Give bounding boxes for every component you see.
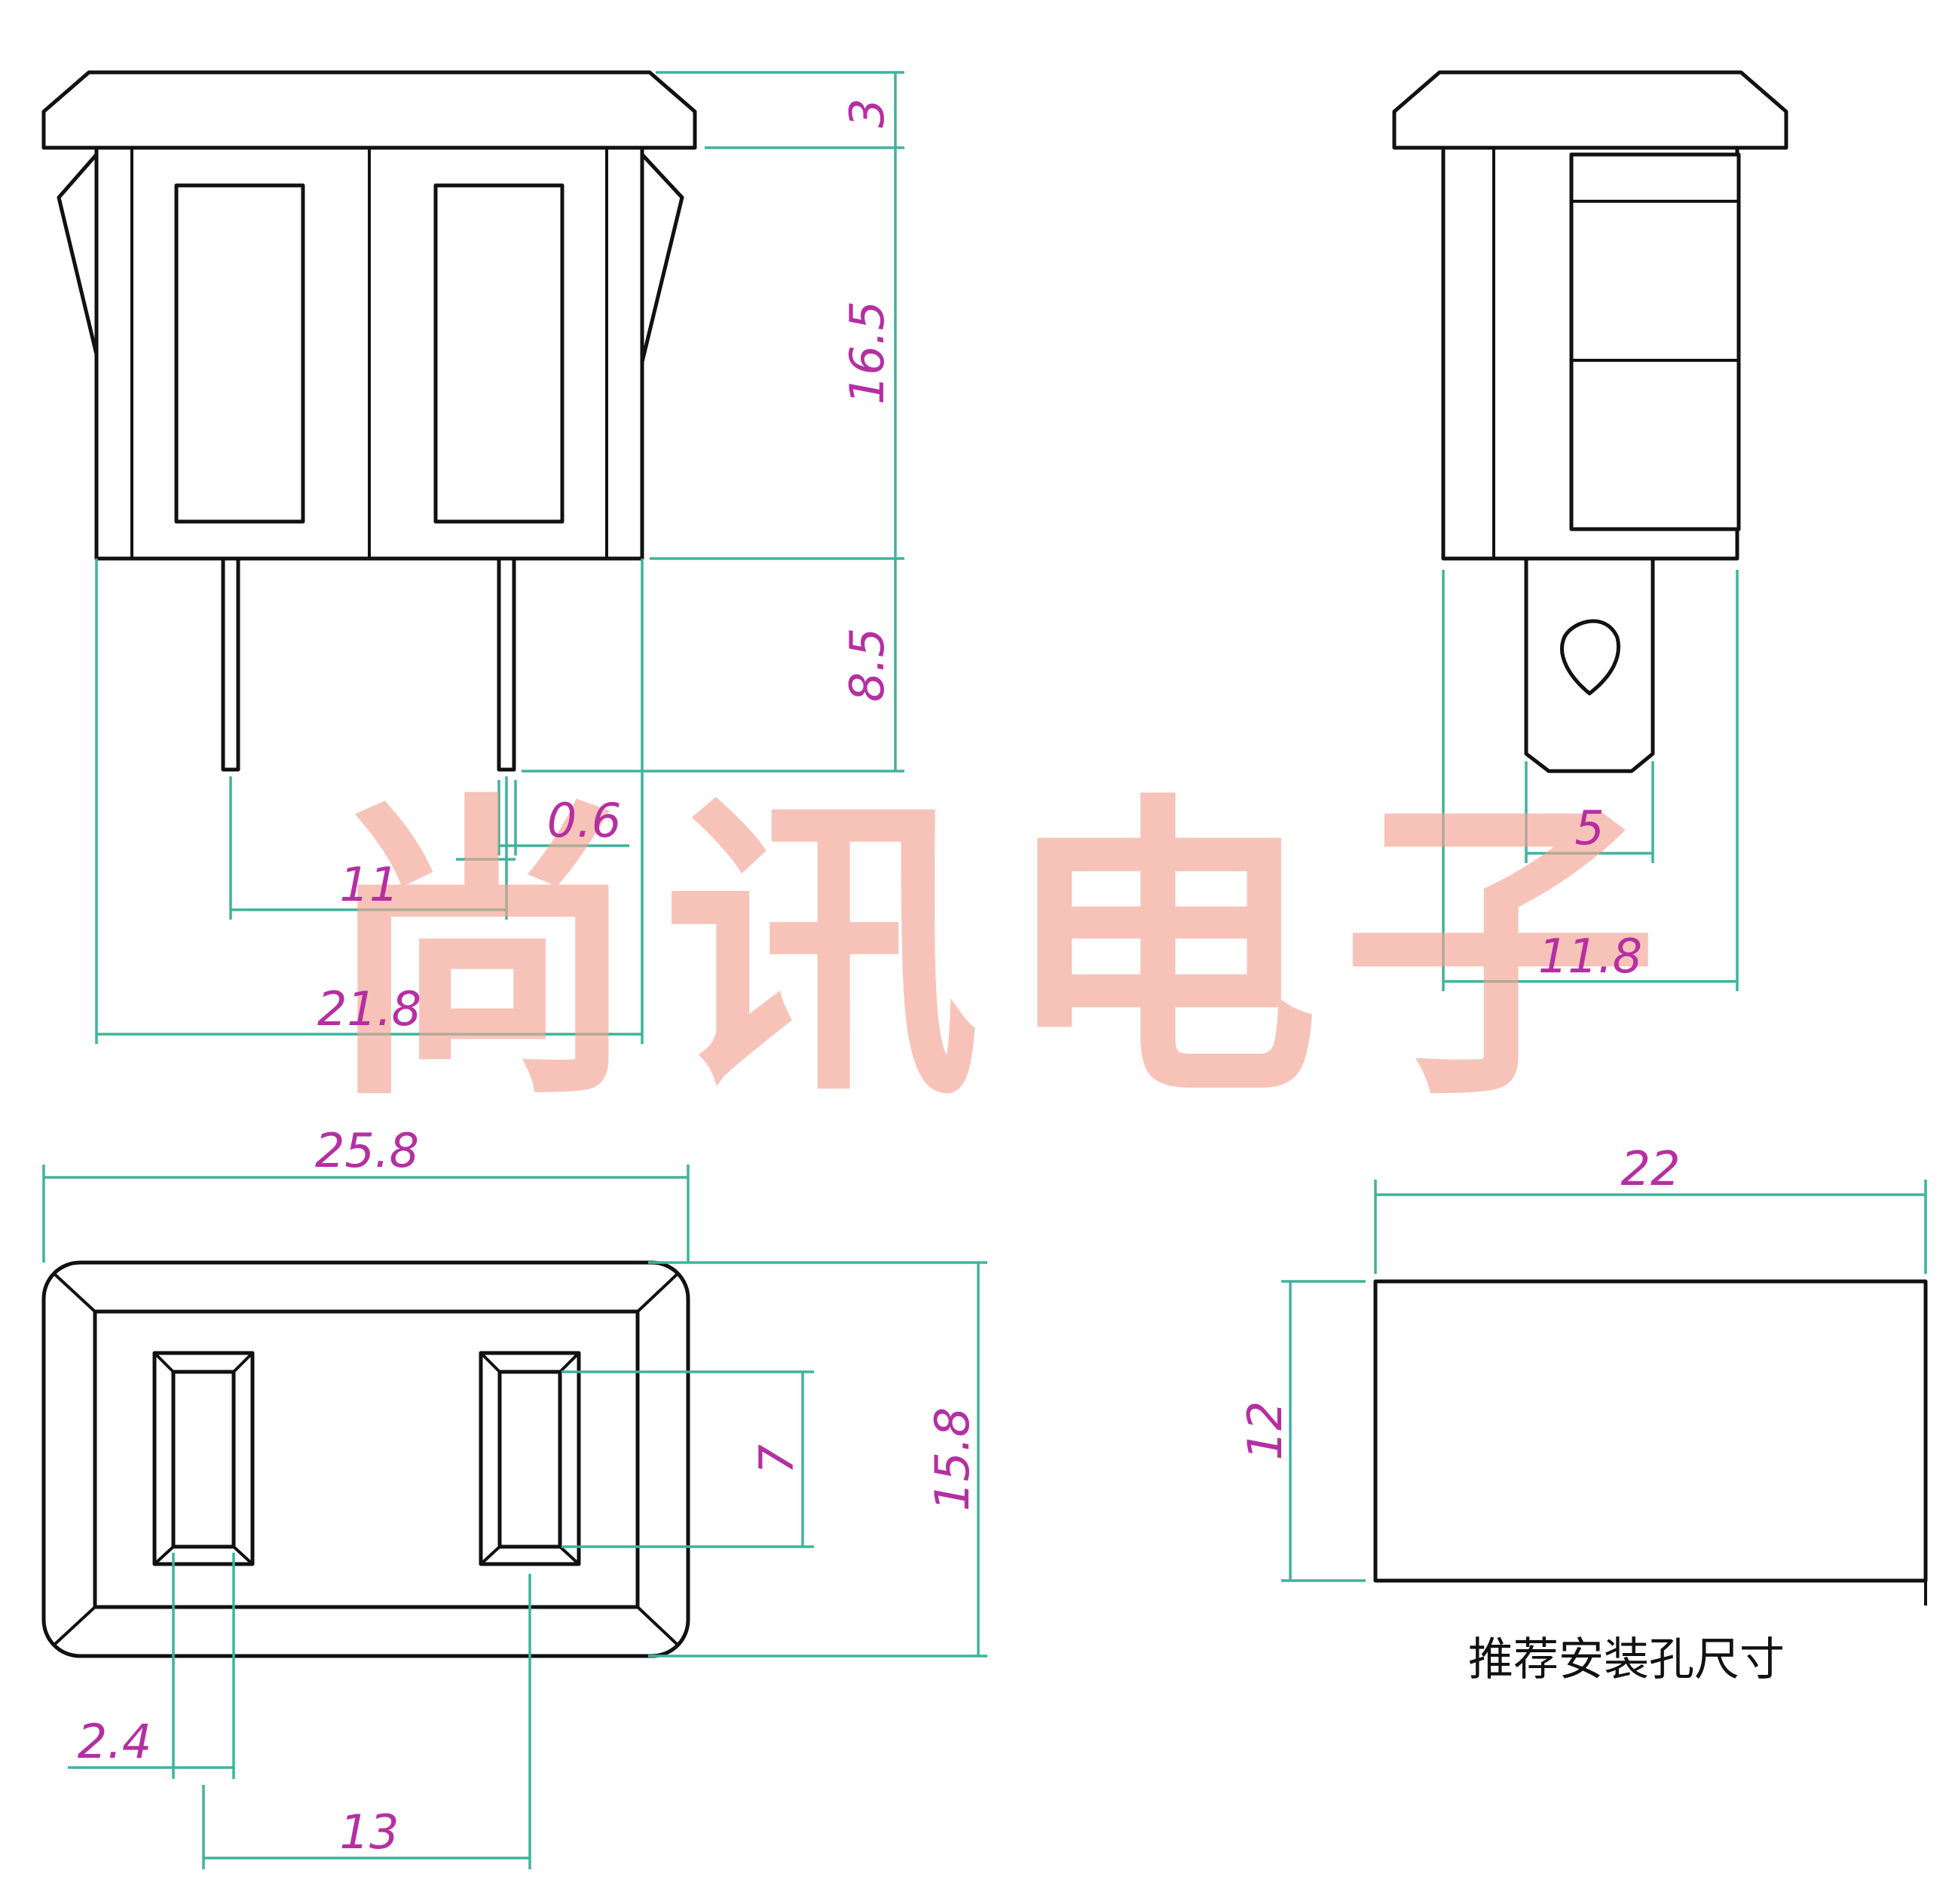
cutout-caption: 推荐安装孔尺寸 <box>1468 1633 1785 1686</box>
panel-cutout-dimensions <box>1281 1180 1927 1582</box>
dim-slot-width: 2.4 <box>78 1714 152 1769</box>
front-left-pin <box>221 556 240 772</box>
cutout-rectangle <box>1373 1279 1928 1583</box>
front-left-window <box>174 183 305 524</box>
dim-body-depth: 11.8 <box>1538 929 1642 984</box>
dim-overall-width: 25.8 <box>315 1123 419 1178</box>
face-right-slot <box>479 1351 581 1566</box>
dim-overall-height: 15.8 <box>925 1407 980 1511</box>
front-view-dimensions <box>95 71 904 1044</box>
dim-slot-height: 7 <box>749 1444 804 1474</box>
face-left-slot <box>152 1351 255 1566</box>
dim-cutout-width: 22 <box>1621 1141 1681 1196</box>
panel-cutout <box>1373 1279 1928 1606</box>
dimension-labels: 3 16.5 8.5 0.6 11 21.8 5 11.8 25.8 15.8 … <box>78 98 1681 1860</box>
dim-terminal-width: 5 <box>1574 800 1604 856</box>
face-view <box>41 1260 690 1658</box>
front-flange <box>41 70 697 150</box>
dim-pin-spacing: 11 <box>340 857 399 912</box>
dim-pin-length: 8.5 <box>840 628 895 703</box>
front-right-pin <box>497 556 516 772</box>
side-view <box>1392 70 1788 773</box>
dim-body-height: 16.5 <box>840 301 895 405</box>
side-view-dimensions <box>1442 570 1739 991</box>
side-terminal-hole <box>1560 619 1620 696</box>
dim-body-width: 21.8 <box>317 981 421 1036</box>
watermark-text: 尚讯电子 <box>324 770 1681 1138</box>
dim-slot-spacing: 13 <box>340 1805 399 1860</box>
front-right-window <box>433 183 564 524</box>
dim-flange-thickness: 3 <box>840 98 895 127</box>
side-latch-block <box>1569 152 1741 531</box>
side-flange <box>1392 70 1788 150</box>
dim-pin-thickness: 0.6 <box>547 793 622 848</box>
face-view-dimensions <box>42 1165 987 1869</box>
front-view <box>41 70 697 772</box>
dim-cutout-height: 12 <box>1238 1401 1293 1461</box>
